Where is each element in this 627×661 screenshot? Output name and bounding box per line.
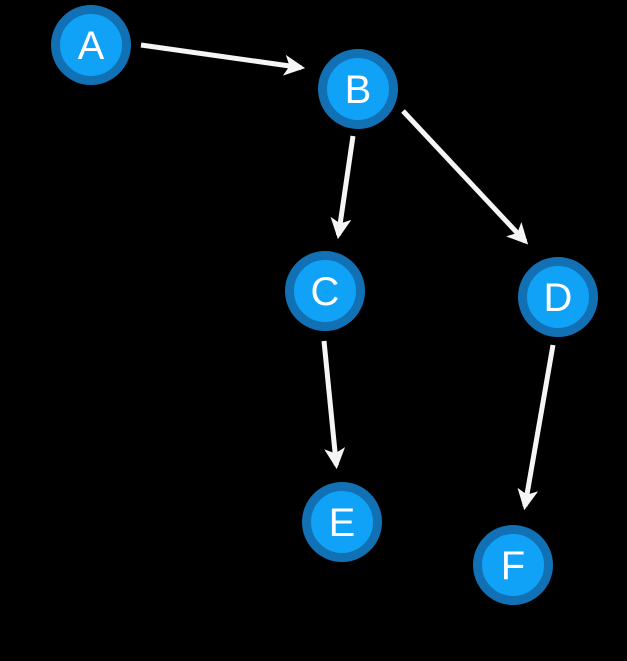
graph-node-e[interactable]: E bbox=[302, 482, 382, 562]
graph-node-b[interactable]: B bbox=[318, 49, 398, 129]
graph-edge-c-e bbox=[321, 340, 346, 470]
node-label-a: A bbox=[78, 24, 105, 68]
node-circle-a bbox=[51, 5, 131, 85]
node-label-c: C bbox=[311, 270, 340, 314]
graph-node-a[interactable]: A bbox=[51, 5, 131, 85]
graph-node-f[interactable]: F bbox=[473, 525, 553, 605]
nodes-layer: A B C D E F bbox=[51, 5, 598, 605]
graph-edge-d-f bbox=[517, 344, 556, 511]
node-label-b: B bbox=[345, 68, 372, 112]
graph-edge-a-b bbox=[140, 42, 306, 76]
graph-edge-b-c bbox=[330, 135, 356, 240]
graph-edge-b-d bbox=[401, 109, 529, 245]
node-label-f: F bbox=[501, 544, 525, 588]
node-circle-c bbox=[285, 251, 365, 331]
node-circle-f bbox=[473, 525, 553, 605]
node-circle-e bbox=[302, 482, 382, 562]
node-label-d: D bbox=[544, 276, 573, 320]
graph-node-d[interactable]: D bbox=[518, 257, 598, 337]
graph-node-c[interactable]: C bbox=[285, 251, 365, 331]
node-circle-d bbox=[518, 257, 598, 337]
edges-layer bbox=[140, 42, 556, 511]
node-circle-b bbox=[318, 49, 398, 129]
node-label-e: E bbox=[329, 501, 356, 545]
